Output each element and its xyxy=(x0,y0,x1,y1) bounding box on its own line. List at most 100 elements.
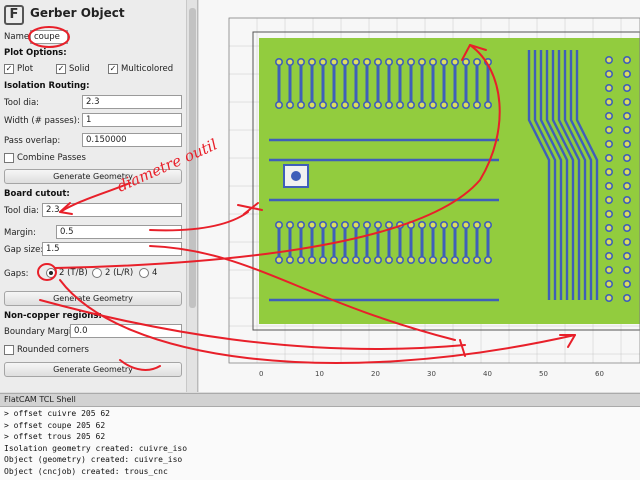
panel-title: Gerber Object xyxy=(30,6,125,20)
iso-tool-dia-input[interactable] xyxy=(82,95,182,109)
pad xyxy=(308,221,317,230)
pad xyxy=(622,140,631,149)
pad xyxy=(418,101,427,110)
width-passes-input[interactable] xyxy=(82,113,182,127)
pad xyxy=(396,101,405,110)
pad xyxy=(319,221,328,230)
cutout-margin-input[interactable] xyxy=(56,225,182,239)
tcl-shell[interactable]: > offset cuivre 205 62 > offset coupe 20… xyxy=(0,407,640,480)
shell-line: > offset trous 205 62 xyxy=(4,432,106,441)
pcb-board xyxy=(259,38,640,324)
trace xyxy=(539,50,563,300)
combine-passes-checkbox[interactable] xyxy=(4,153,14,163)
rounded-corners-label: Rounded corners xyxy=(17,345,89,355)
trace xyxy=(557,50,581,300)
pad xyxy=(429,101,438,110)
shell-line: Isolation geometry created: cuivre_iso xyxy=(4,443,188,453)
gap-size-label: Gap size: xyxy=(4,245,44,255)
pad xyxy=(341,57,350,66)
pad xyxy=(472,57,481,66)
pad xyxy=(440,221,449,230)
x-tick-label: 30 xyxy=(427,370,436,378)
pad xyxy=(622,210,631,219)
gap-size-input[interactable] xyxy=(42,242,182,256)
cutout-generate-geometry-button[interactable]: Generate Geometry xyxy=(4,291,182,306)
x-tick-label: 60 xyxy=(595,370,604,378)
x-tick-label: 10 xyxy=(315,370,324,378)
x-tick-label: 40 xyxy=(483,370,492,378)
gaps-2tb-radio[interactable] xyxy=(46,268,56,278)
pad xyxy=(604,210,613,219)
pad xyxy=(472,221,481,230)
panel-scrollbar[interactable] xyxy=(186,0,197,392)
pad xyxy=(418,255,427,264)
solid-label: Solid xyxy=(69,64,90,74)
pad xyxy=(363,101,372,110)
pad xyxy=(396,221,405,230)
pad xyxy=(451,57,460,66)
pad xyxy=(308,255,317,264)
pad xyxy=(341,255,350,264)
rounded-corners-checkbox[interactable] xyxy=(4,345,14,355)
pad xyxy=(385,221,394,230)
pad xyxy=(385,255,394,264)
shell-line: > offset cuivre 205 62 xyxy=(4,409,110,418)
pad xyxy=(308,101,317,110)
pad xyxy=(429,221,438,230)
object-name-input[interactable] xyxy=(30,30,68,44)
pad xyxy=(275,101,284,110)
pad xyxy=(604,224,613,233)
pad xyxy=(622,265,631,274)
scrollbar-thumb[interactable] xyxy=(189,8,196,308)
pad xyxy=(622,154,631,163)
shell-line: Object (cncjob) created: trous_cnc xyxy=(4,466,168,476)
shell-title: FlatCAM TCL Shell xyxy=(0,393,640,407)
pad xyxy=(451,255,460,264)
pad xyxy=(363,255,372,264)
pad xyxy=(275,57,284,66)
plot-options-heading: Plot Options: xyxy=(4,48,67,58)
trace xyxy=(551,50,575,300)
pad xyxy=(451,221,460,230)
pad xyxy=(385,57,394,66)
boundary-margin-input[interactable] xyxy=(70,324,182,338)
pad xyxy=(341,221,350,230)
pass-overlap-label: Pass overlap: xyxy=(4,136,61,146)
gaps-4-radio[interactable] xyxy=(139,268,149,278)
pad xyxy=(604,84,613,93)
gaps-2lr-radio[interactable] xyxy=(92,268,102,278)
gaps-2tb-label: 2 (T/B) xyxy=(59,268,88,278)
pad xyxy=(622,55,631,64)
pad xyxy=(472,255,481,264)
pcb-plot xyxy=(228,17,640,364)
pad xyxy=(622,196,631,205)
pad xyxy=(604,238,613,247)
pad xyxy=(622,98,631,107)
plot-checkbox[interactable]: ✓ xyxy=(4,64,14,74)
solid-checkbox[interactable]: ✓ xyxy=(56,64,66,74)
pass-overlap-input[interactable] xyxy=(82,133,182,147)
pad xyxy=(352,221,361,230)
pad xyxy=(483,101,492,110)
pad xyxy=(622,238,631,247)
pad xyxy=(622,112,631,121)
plot-label: Plot xyxy=(17,64,34,74)
noncopper-generate-geometry-button[interactable]: Generate Geometry xyxy=(4,362,182,377)
trace xyxy=(533,50,557,300)
x-tick-label: 50 xyxy=(539,370,548,378)
cutout-tool-dia-input[interactable] xyxy=(42,203,182,217)
pad xyxy=(319,101,328,110)
pad xyxy=(407,57,416,66)
pad xyxy=(604,252,613,261)
board-cutout-heading: Board cutout: xyxy=(4,189,70,199)
pad xyxy=(396,255,405,264)
iso-generate-geometry-button[interactable]: Generate Geometry xyxy=(4,169,182,184)
pad xyxy=(622,126,631,135)
pad xyxy=(622,293,631,302)
multicolored-checkbox[interactable]: ✓ xyxy=(108,64,118,74)
cutout-margin-label: Margin: xyxy=(4,228,36,238)
multicolored-label: Multicolored xyxy=(121,64,174,74)
x-tick-label: 20 xyxy=(371,370,380,378)
